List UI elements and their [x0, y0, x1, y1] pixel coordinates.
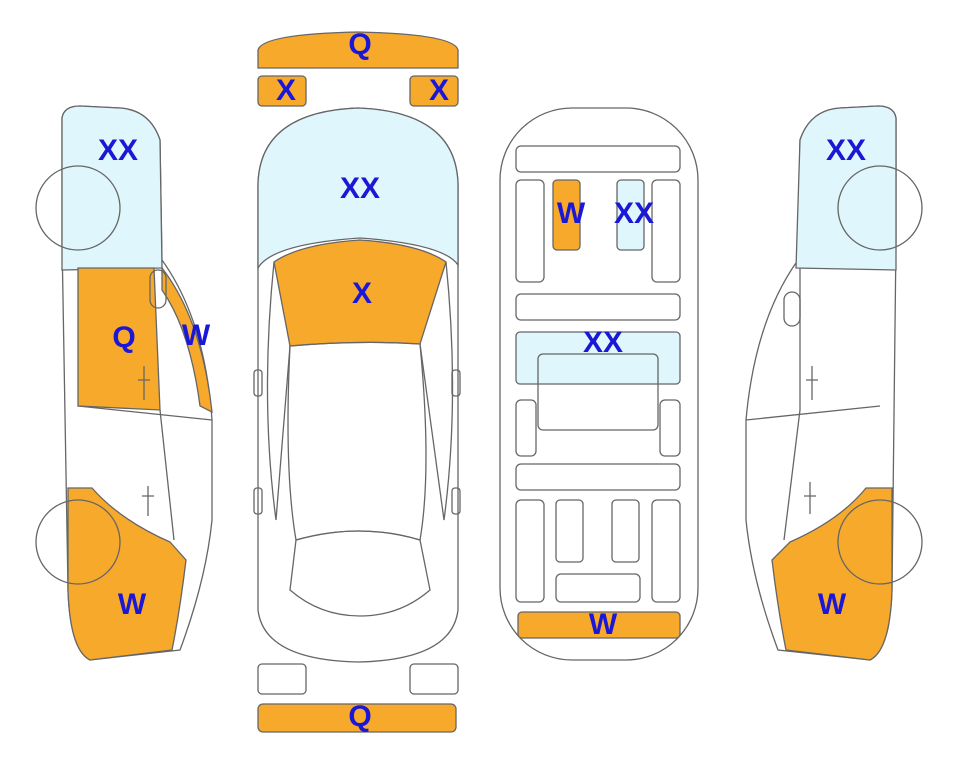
interior-crossbar-1	[515, 293, 681, 321]
mirror-right	[451, 369, 461, 397]
left-side-front-part[interactable]	[61, 105, 163, 271]
left-side-rear-part[interactable]	[67, 487, 187, 661]
interior-rear-shelf	[555, 573, 641, 603]
right-side-front-wheel	[837, 165, 923, 251]
roof-outline	[287, 341, 427, 541]
rear-bumper-mark: Q	[348, 700, 371, 733]
interior-console-mark: XX	[583, 326, 623, 359]
interior-center-panel	[537, 353, 659, 431]
left-side-pillar-part[interactable]	[161, 266, 213, 414]
interior-right-front-bay	[651, 179, 681, 283]
interior-seat-2-mark: XX	[614, 197, 654, 230]
handle-left	[253, 487, 263, 515]
taillight-left-part[interactable]	[257, 663, 307, 695]
car-left-side-view: XX Q W W	[35, 105, 213, 661]
right-side-door-line-2	[783, 268, 801, 541]
interior-seat-part[interactable]	[552, 179, 581, 251]
interior-rear-part[interactable]	[517, 611, 681, 639]
left-side-front-mark: XX	[98, 134, 138, 167]
car-right-side-view: XX W	[745, 105, 923, 661]
left-side-pillar-mark: W	[182, 319, 211, 352]
car-top-view: XX X	[253, 107, 461, 663]
handle-right	[451, 487, 461, 515]
taillight-right-part[interactable]	[409, 663, 459, 695]
left-window-line	[266, 261, 291, 521]
right-side-handle-2	[804, 482, 816, 514]
left-side-front-wheel	[35, 165, 121, 251]
interior-console-part[interactable]	[515, 331, 681, 385]
interior-body-outline	[499, 107, 699, 661]
left-side-door-line-2	[159, 409, 175, 541]
front-bumper-mark: Q	[348, 28, 371, 61]
headlight-right-mark: X	[429, 74, 449, 107]
interior-seat-mark: W	[557, 197, 586, 230]
interior-seat-2-part[interactable]	[616, 179, 645, 251]
right-side-rear-part[interactable]	[771, 487, 893, 661]
headlight-left-mark: X	[276, 74, 296, 107]
interior-left-front-bay	[515, 179, 545, 283]
interior-rear-right-column	[651, 499, 681, 603]
interior-rear-left-column	[515, 499, 545, 603]
interior-rear-bay-left	[515, 399, 537, 457]
left-side-handle-1	[138, 366, 150, 400]
right-window-line	[419, 261, 454, 521]
right-side-front-part[interactable]	[795, 105, 897, 271]
windshield-mark: XX	[340, 172, 380, 205]
mirror-left	[253, 369, 263, 397]
interior-crossbar-2	[515, 463, 681, 491]
left-side-door-window	[149, 269, 167, 309]
right-side-front-mark: XX	[826, 134, 866, 167]
left-side-handle-2	[142, 486, 154, 516]
car-interior-view: W XX XX W	[499, 107, 699, 661]
windshield-part[interactable]	[257, 107, 459, 271]
right-side-rear-wheel	[837, 499, 923, 585]
interior-rear-bay-right	[659, 399, 681, 457]
interior-rear-seat-right	[611, 499, 640, 563]
left-side-rear-mark: W	[118, 588, 147, 621]
headlight-right-part[interactable]	[409, 75, 459, 107]
interior-rear-seat-left	[555, 499, 584, 563]
right-side-rear-mark: W	[818, 588, 847, 621]
headlight-left-part[interactable]	[257, 75, 307, 107]
left-side-rear-wheel	[35, 499, 121, 585]
rear-bumper-part[interactable]	[257, 703, 457, 733]
right-side-door-window	[783, 291, 801, 327]
right-side-handle-1	[806, 366, 818, 400]
front-bumper-part[interactable]	[257, 31, 459, 69]
rear-window-outline	[289, 530, 431, 617]
right-side-door-line-1	[745, 405, 881, 421]
left-side-door-mark: Q	[112, 321, 135, 354]
left-side-door-line-1	[77, 405, 213, 421]
hood-mark: X	[352, 277, 372, 310]
front-parts-group: Q X X	[257, 28, 459, 107]
interior-rear-mark: W	[589, 608, 618, 641]
interior-dash	[515, 145, 681, 173]
rear-parts-group: Q	[257, 663, 459, 733]
